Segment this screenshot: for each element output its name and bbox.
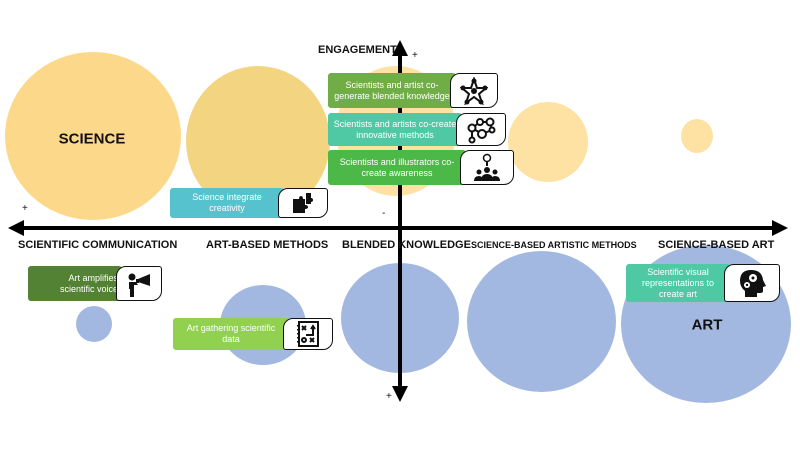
category-science-based-artistic-methods: SCIENCE-BASED ARTISTIC METHODS <box>471 240 637 250</box>
head-gears-icon <box>724 264 780 302</box>
idea-group-icon <box>460 150 514 185</box>
card-text: Art gathering scientific data <box>173 318 289 350</box>
category-art-based-methods: ART-BASED METHODS <box>206 239 329 251</box>
engagement-axis-title: ENGAGEMENT <box>318 44 397 56</box>
category-science-based-art: SCIENCE-BASED ART <box>658 239 775 251</box>
arrow-up-icon <box>392 40 408 56</box>
strategy-notebook-icon <box>283 318 333 350</box>
card-art-gathering-scientific-data: Art gathering scientific data <box>173 318 333 350</box>
top-plus-sign: + <box>412 50 418 61</box>
bubble-science-based-artistic-yellow <box>508 102 588 182</box>
card-text: Scientific visual representations to cre… <box>626 264 730 302</box>
vertical-axis <box>398 52 402 390</box>
network-icon <box>456 113 506 146</box>
card-co-create-awareness: Scientists and illustrators co-create aw… <box>328 150 514 185</box>
card-text: Scientists and illustrators co-create aw… <box>328 150 466 185</box>
arrow-left-icon <box>8 220 24 236</box>
card-art-amplifies-scientific-voice: Art amplifies scientific voice <box>28 266 162 301</box>
card-text: Science integrate creativity <box>170 188 284 218</box>
bottom-plus-sign: + <box>386 391 392 402</box>
science-label: SCIENCE <box>58 130 126 148</box>
center-minus-sign: - <box>382 208 386 219</box>
card-text: Scientists and artist co-generate blende… <box>328 73 456 108</box>
arrow-right-icon <box>772 220 788 236</box>
card-text: Art amplifies scientific voice <box>28 266 122 301</box>
megaphone-icon <box>116 266 162 301</box>
card-scientific-visual-representations: Scientific visual representations to cre… <box>626 264 780 302</box>
category-scientific-communication: SCIENTIFIC COMMUNICATION <box>18 239 178 251</box>
card-science-integrate-creativity: Science integrate creativity <box>170 188 328 218</box>
bubble-science <box>5 52 181 220</box>
bubble-scientific-communication-blue <box>76 306 112 342</box>
bubble-science-based-art-yellow <box>681 119 713 153</box>
card-co-generate-blended-knowledge: Scientists and artist co-generate blende… <box>328 73 498 108</box>
left-plus-sign: + <box>22 203 28 214</box>
category-blended-knowledge: BLENDED KNOWLEDGE <box>342 239 471 251</box>
star-people-icon <box>450 73 498 108</box>
card-text: Scientists and artists co-create innovat… <box>328 113 462 146</box>
art-label: ART <box>691 316 723 334</box>
puzzle-icon <box>278 188 328 218</box>
arrow-down-icon <box>392 386 408 402</box>
bubble-science-based-artistic-blue <box>467 251 616 392</box>
card-co-create-innovative-methods: Scientists and artists co-create innovat… <box>328 113 506 146</box>
